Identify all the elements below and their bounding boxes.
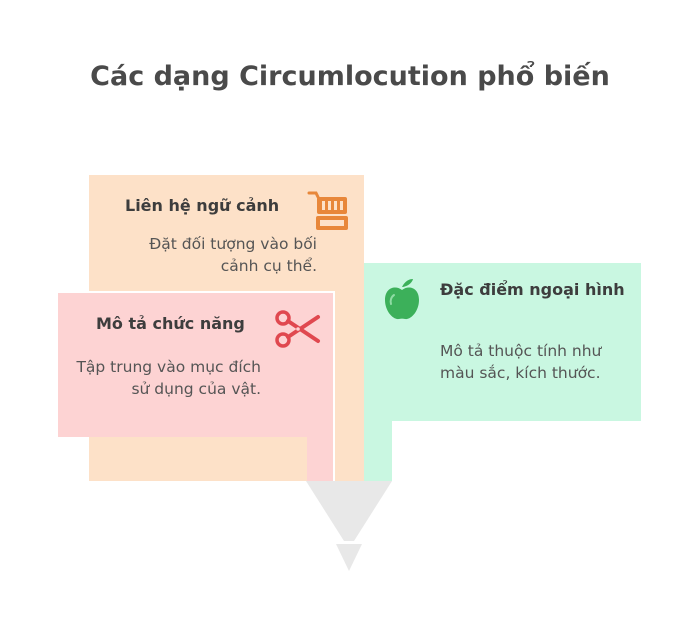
card-function: Mô tả chức năng Tập trung vào mục đích s…	[58, 291, 335, 437]
funnel-icon	[306, 481, 392, 577]
card-function-title: Mô tả chức năng	[96, 314, 245, 333]
card-context-description: Đặt đối tượng vào bối cảnh cụ thể.	[149, 235, 317, 275]
card-appearance-description: Mô tả thuộc tính như màu sắc, kích thước…	[440, 342, 602, 382]
card-function-connector	[307, 437, 335, 481]
apple-icon	[382, 277, 422, 325]
card-context-title: Liên hệ ngữ cảnh	[125, 196, 280, 215]
card-appearance-connector	[364, 421, 392, 481]
card-function-description: Tập trung vào mục đích sử dụng của vật.	[76, 358, 261, 398]
diagram-title: Các dạng Circumlocution phổ biến	[90, 61, 610, 92]
shopping-cart-icon	[305, 187, 353, 239]
card-appearance: Đặc điểm ngoại hình Mô tả thuộc tính như…	[364, 263, 641, 421]
scissors-icon	[274, 309, 322, 353]
card-appearance-title: Đặc điểm ngoại hình	[440, 280, 625, 299]
